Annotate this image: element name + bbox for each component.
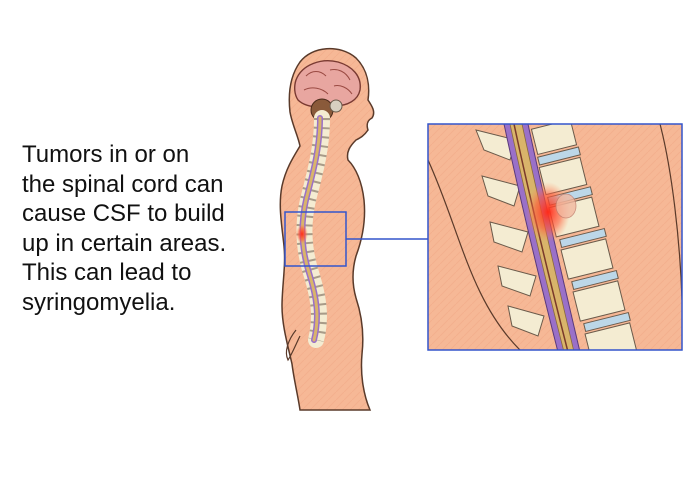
inset-view: [427, 123, 683, 351]
caption-line: This can lead to: [22, 259, 192, 286]
brain: [293, 60, 361, 122]
human-body: [279, 47, 375, 411]
caption-line: syringomyelia.: [22, 288, 176, 316]
caption-line: cause CSF to build: [22, 200, 225, 227]
caption-line: Tumors in or on: [22, 141, 190, 168]
spine: [296, 110, 330, 348]
caption-line: the spinal cord can: [22, 170, 224, 198]
caption-line: up in certain areas.: [22, 229, 227, 257]
caption-text: Tumors in or on the spinal cord can caus…: [22, 140, 272, 317]
